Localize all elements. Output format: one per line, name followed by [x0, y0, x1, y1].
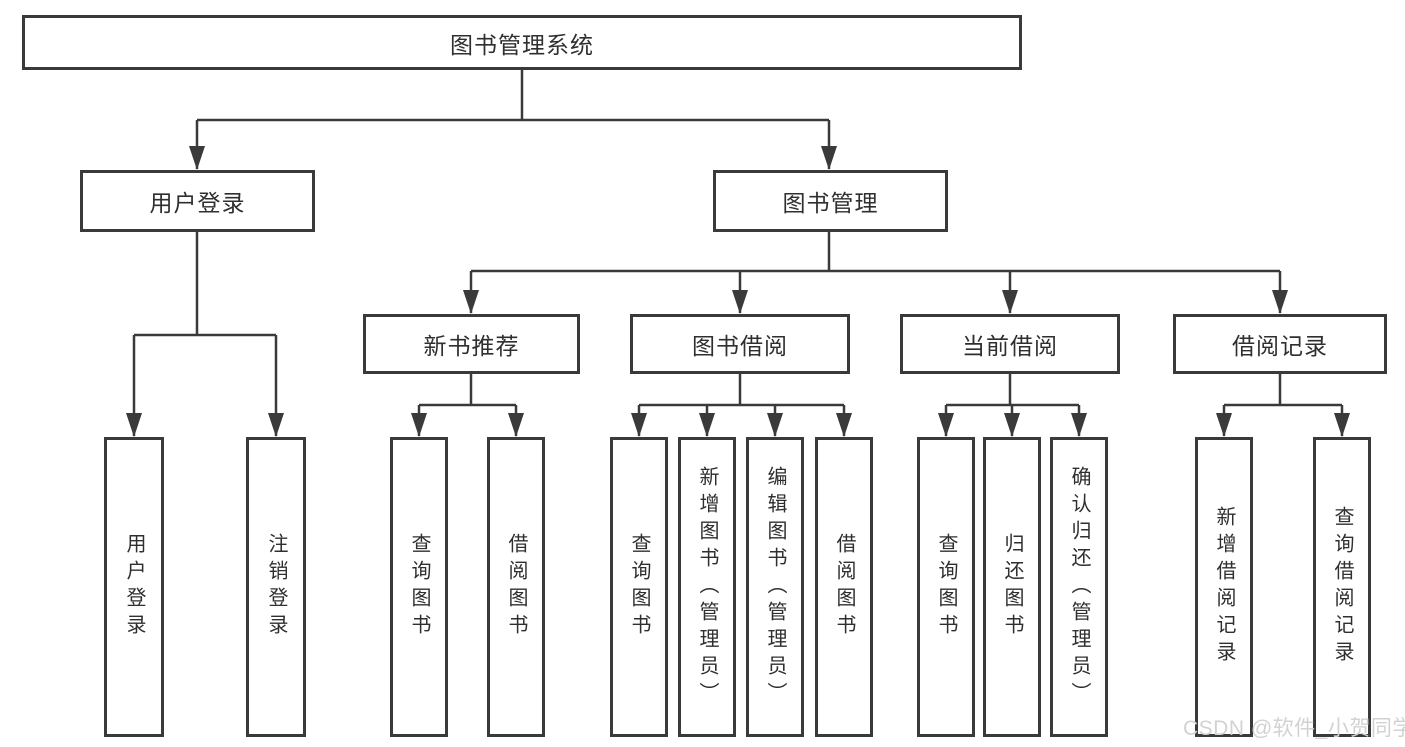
connector-book-management-branch — [471, 231, 1280, 273]
leaf-query-borrow-record: 查询借阅记录 — [1313, 437, 1371, 737]
node-book-borrowing: 图书借阅 — [630, 314, 850, 374]
leaf-label: 借阅图书 — [833, 533, 855, 641]
node-current-borrowing: 当前借阅 — [900, 314, 1120, 374]
leaf-query-books-recommend: 查询图书 — [390, 437, 448, 737]
connector-root-to-level2 — [197, 70, 829, 122]
leaf-label: 注销登录 — [265, 533, 287, 641]
leaf-confirm-return-admin: 确认归还（管理员） — [1050, 437, 1108, 737]
csdn-watermark: CSDN @软件_小贺同学 — [1183, 717, 1405, 740]
connector-records-branch — [1224, 374, 1342, 407]
leaf-edit-books-admin: 编辑图书（管理员） — [746, 437, 804, 737]
leaf-label: 借阅图书 — [505, 533, 527, 641]
node-new-book-recommend: 新书推荐 — [363, 314, 580, 374]
leaf-query-books-borrowing: 查询图书 — [610, 437, 668, 737]
leaf-query-books-current: 查询图书 — [917, 437, 975, 737]
leaf-user-login: 用户登录 — [104, 437, 164, 737]
leaf-label: 新增借阅记录 — [1213, 506, 1235, 668]
node-root: 图书管理系统 — [22, 15, 1022, 70]
connector-user-login-branch — [134, 232, 276, 337]
leaf-borrow-books-recommend: 借阅图书 — [487, 437, 545, 737]
leaf-label: 归还图书 — [1001, 533, 1023, 641]
leaf-label: 查询借阅记录 — [1331, 506, 1353, 668]
leaf-label: 确认归还（管理员） — [1068, 465, 1090, 709]
leaf-label: 新增图书（管理员） — [696, 465, 718, 709]
leaf-borrow-books-borrowing: 借阅图书 — [815, 437, 873, 737]
connector-current-branch — [946, 374, 1079, 407]
leaf-return-books: 归还图书 — [983, 437, 1041, 737]
connector-new-book-branch — [419, 374, 516, 407]
node-book-management: 图书管理 — [713, 170, 948, 232]
leaf-label: 查询图书 — [628, 533, 650, 641]
node-user-login: 用户登录 — [80, 170, 315, 232]
leaf-label: 用户登录 — [123, 533, 145, 641]
leaf-add-books-admin: 新增图书（管理员） — [678, 437, 736, 737]
node-borrowing-records: 借阅记录 — [1173, 314, 1387, 374]
leaf-add-borrow-record: 新增借阅记录 — [1195, 437, 1253, 737]
leaf-label: 查询图书 — [935, 533, 957, 641]
leaf-logout-login: 注销登录 — [246, 437, 306, 737]
leaf-label: 编辑图书（管理员） — [764, 465, 786, 709]
leaf-label: 查询图书 — [408, 533, 430, 641]
connector-borrowing-branch — [639, 374, 844, 407]
